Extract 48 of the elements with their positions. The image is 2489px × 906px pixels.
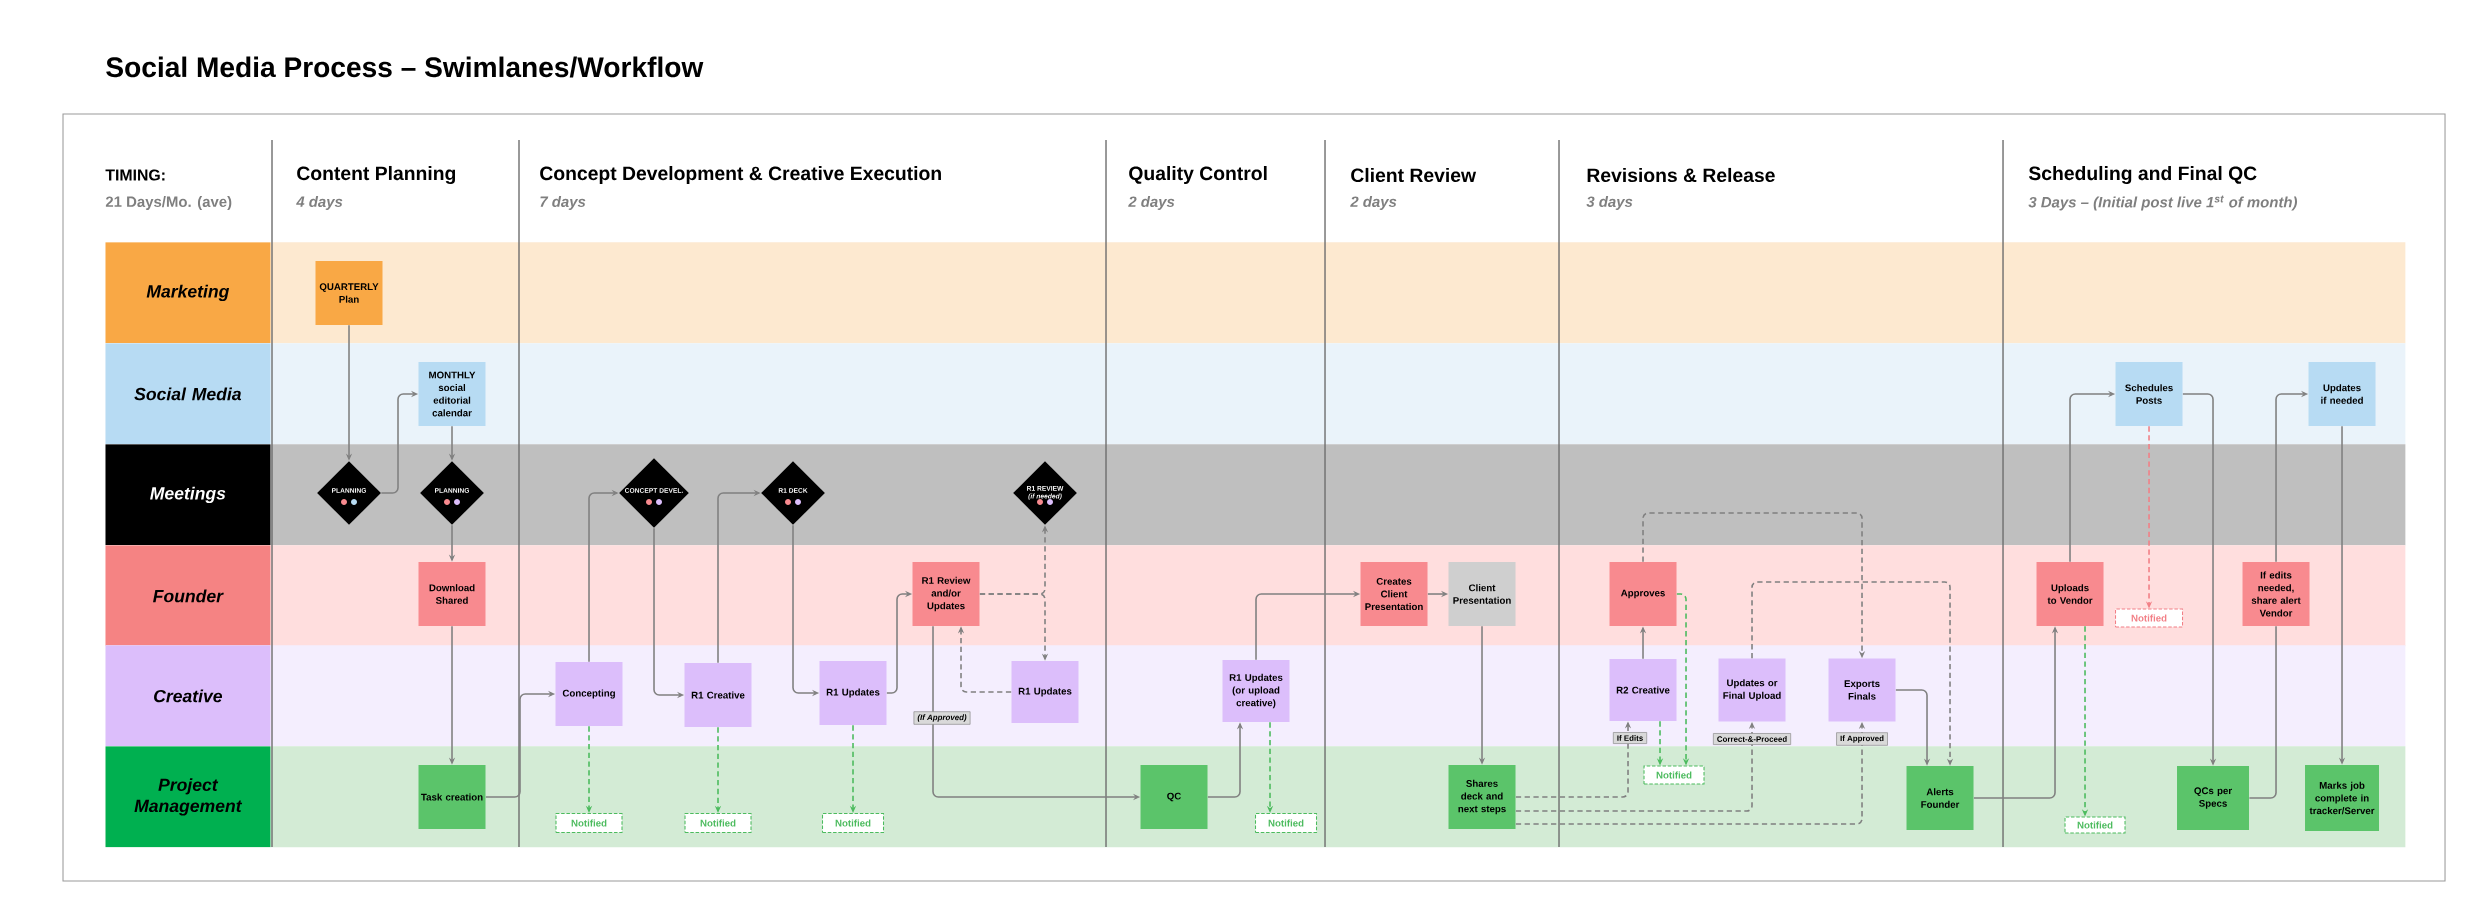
process-box: Updates or Final Upload (1718, 658, 1786, 722)
process-box: Exports Finals (1828, 658, 1896, 722)
process-box: Alerts Founder (1906, 766, 1974, 830)
diagram-title: Social Media Process – Swimlanes/Workflow (106, 56, 704, 78)
process-box: R1 Updates (or upload creative) (1222, 660, 1290, 722)
process-box: Updates if needed (2308, 362, 2376, 426)
process-box: Approves (1609, 562, 1677, 626)
process-box: Shares deck and next steps (1448, 765, 1516, 829)
process-box: QC (1140, 765, 1208, 829)
process-box: R1 Review and/or Updates (912, 562, 980, 626)
phase-duration: 3 days (1586, 196, 1633, 210)
phase-heading: Content Planning (297, 165, 456, 185)
timing-label: TIMING: (105, 169, 165, 181)
process-box: R1 Updates (819, 661, 887, 725)
notification-box: Notified (555, 813, 623, 834)
process-box: R1 Updates (1011, 661, 1079, 723)
process-box: QCs per Specs (2177, 766, 2249, 830)
process-box: R2 Creative (1609, 659, 1677, 721)
phase-heading: Scheduling and Final QC (2028, 165, 2257, 185)
phase-heading: Concept Development & Creative Execution (540, 166, 941, 184)
notification-box: Notified (2064, 816, 2126, 834)
phase-heading: Revisions & Release (1587, 167, 1775, 183)
process-box: Creates Client Presentation (1360, 562, 1428, 626)
connector-line (2248, 625, 2277, 799)
process-box: Uploads to Vendor (2036, 562, 2104, 626)
phase-duration: 3 Days – (Initial post live 1$^{st}$ of month) (2028, 195, 2298, 211)
process-box: Marks job complete in tracker/Server (2305, 765, 2379, 831)
phase-duration: 2 days (1128, 196, 1175, 210)
phase-heading: Quality Control (1129, 166, 1267, 184)
notification-box: Notified (1643, 765, 1705, 785)
process-box: Task creation (418, 765, 486, 829)
process-box: Download Shared (418, 562, 486, 626)
process-box: Client Presentation (1448, 562, 1516, 626)
timing-label: 21 Days/Mo. (ave) (105, 196, 232, 210)
notification-box: Notified (684, 813, 752, 834)
process-box: Schedules Posts (2115, 362, 2183, 426)
process-box: If edits needed, share alert Vendor (2242, 562, 2310, 626)
phase-duration: 2 days (1350, 196, 1397, 210)
phase-duration: 7 days (540, 196, 586, 210)
notification-box: Notified (822, 813, 885, 834)
phase-heading: Client Review (1351, 167, 1477, 183)
notification-box: Notified (1255, 813, 1318, 834)
process-box: Concepting (555, 662, 623, 726)
process-box: MONTHLY social editorial calendar (418, 362, 486, 426)
notification-box: Notified (2115, 608, 2184, 628)
phase-duration: 4 days (296, 196, 343, 210)
process-box: R1 Creative (684, 663, 752, 727)
process-box: QUARTERLY Plan (315, 261, 383, 325)
